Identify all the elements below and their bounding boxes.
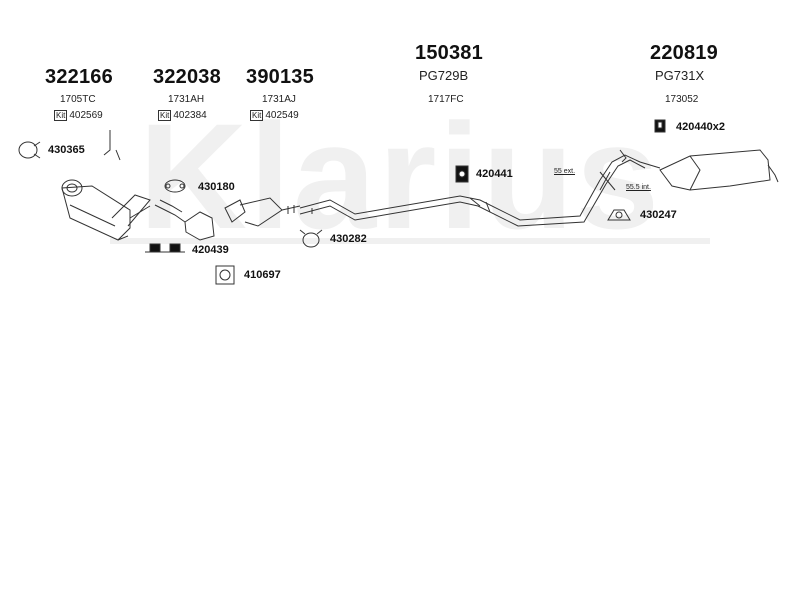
clamp-430365-illustration — [18, 141, 41, 159]
part-410697[interactable]: 410697 — [244, 269, 281, 281]
clamp-430282-illustration — [299, 229, 323, 248]
kit-402569[interactable]: Kit 402569 — [54, 110, 103, 121]
kit-402384[interactable]: Kit 402384 — [158, 110, 207, 121]
code-1705tc: 1705TC — [60, 94, 96, 105]
rear-silencer-220819-illustration — [599, 149, 779, 191]
kit-label: Kit — [250, 110, 264, 121]
code-1731aj: 1731AJ — [262, 94, 296, 105]
part-420439[interactable]: 420439 — [192, 244, 229, 256]
kit-number: 402384 — [173, 110, 207, 121]
model-pg729b: PG729B — [419, 68, 469, 83]
kit-402549[interactable]: Kit 402549 — [250, 110, 299, 121]
code-173052: 173052 — [665, 94, 699, 105]
part-430247[interactable]: 430247 — [640, 209, 677, 221]
kit-label: Kit — [54, 110, 68, 121]
watermark: Klarius — [139, 92, 662, 260]
mount-420441-illustration — [455, 165, 469, 183]
part-430282[interactable]: 430282 — [330, 233, 367, 245]
measurement-internal: 55.5 int. — [626, 184, 651, 191]
part-number-220819[interactable]: 220819 — [650, 42, 718, 64]
code-1717fc: 1717FC — [428, 94, 464, 105]
watermark-underline — [110, 238, 710, 244]
part-430180[interactable]: 430180 — [198, 181, 235, 193]
gasket-410697-illustration — [215, 265, 235, 285]
part-number-150381[interactable]: 150381 — [415, 42, 483, 64]
code-1731ah: 1731AH — [168, 94, 205, 105]
part-420440-x2[interactable]: 420440x2 — [676, 121, 725, 133]
kit-number: 402549 — [265, 110, 299, 121]
part-number-322038[interactable]: 322038 — [153, 66, 221, 88]
clamp-430247-illustration — [607, 209, 631, 221]
model-pg731x: PG731X — [655, 68, 705, 83]
part-420441[interactable]: 420441 — [476, 168, 513, 180]
flex-pipe-322038-illustration — [154, 199, 215, 241]
measurement-external: 55 ext. — [554, 168, 576, 175]
part-430365[interactable]: 430365 — [48, 144, 85, 156]
kit-number: 402569 — [69, 110, 103, 121]
part-number-322166[interactable]: 322166 — [45, 66, 113, 88]
middle-pipe-150381-illustration — [299, 179, 607, 227]
kit-label: Kit — [158, 110, 172, 121]
gasket-430180-illustration — [164, 179, 186, 193]
part-number-390135[interactable]: 390135 — [246, 66, 314, 88]
mount-420439-illustration — [145, 243, 185, 253]
catalyst-390135-illustration — [224, 197, 301, 227]
mount-420440-illustration — [654, 119, 666, 133]
catalyst-section-illustration — [61, 130, 151, 241]
